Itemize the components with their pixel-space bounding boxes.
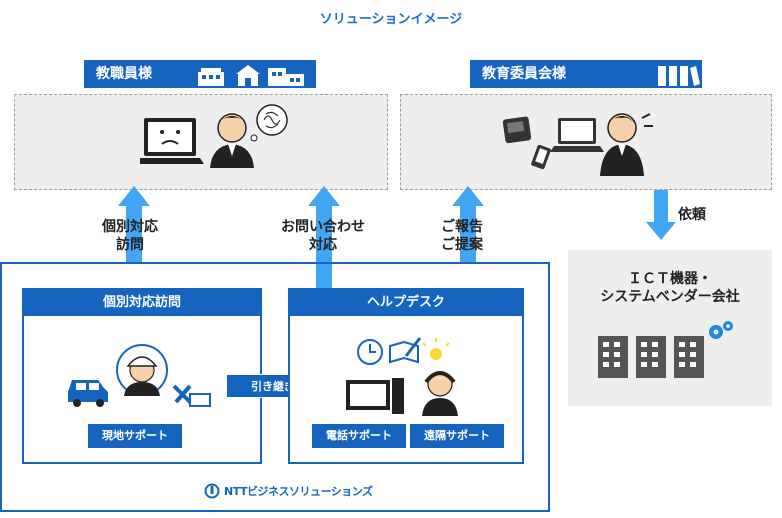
company-logo: NTTビジネスソリューションズ (204, 482, 373, 500)
laptop-icon (140, 118, 204, 164)
service-container (0, 262, 550, 512)
ntt-logo-icon (204, 483, 220, 499)
books-icon (658, 66, 700, 86)
staff-label: 教職員様 (96, 66, 152, 82)
board-staff-illustration (502, 113, 653, 176)
report-arrow-label: ご報告 ご提案 (441, 219, 483, 253)
monitor-icon (346, 378, 404, 414)
logo-text: NTTビジネスソリューションズ (224, 485, 373, 498)
field-engineer-illustration (68, 344, 211, 407)
visit-panel-header: 個別対応訪問 (24, 290, 260, 316)
car-icon (68, 380, 108, 407)
request-arrow (646, 190, 676, 240)
remote-support-button[interactable]: 遠隔サポート (410, 424, 504, 448)
teacher-person-icon (210, 113, 254, 168)
school-buildings-icon (198, 65, 304, 86)
operator-headset-icon (422, 371, 458, 416)
report-arrow (452, 186, 484, 262)
visit-arrow (118, 186, 150, 262)
gears-icon (709, 321, 733, 339)
lightbulb-icon (422, 338, 450, 360)
phone-support-button[interactable]: 電話サポート (312, 424, 406, 448)
helpdesk-panel-header: ヘルプデスク (290, 290, 522, 316)
diagram-title: ソリューションイメージ (319, 12, 463, 27)
smartphone-icon (531, 144, 551, 170)
clock-icon (357, 339, 383, 365)
notebook-pen-icon (389, 337, 422, 364)
worried-person-icon (600, 113, 653, 176)
board-label: 教育委員会様 (482, 66, 566, 82)
request-arrow-label: 依頼 (678, 207, 706, 223)
office-buildings-icon (598, 321, 733, 378)
inquiry-arrow (308, 186, 340, 310)
visit-arrow-label: 個別対応 訪問 (102, 219, 158, 253)
tools-icon (172, 384, 211, 407)
inquiry-arrow-label: お問い合わせ 対応 (281, 219, 365, 253)
confused-teacher-illustration (140, 104, 288, 168)
laptop-icon (550, 118, 604, 152)
engineer-person-icon (116, 344, 168, 396)
staff-box (14, 94, 388, 190)
phone-icon (502, 116, 532, 144)
vendor-label: ＩＣＴ機器・ システムベンダー会社 (600, 271, 740, 305)
helpdesk-operator-illustration (346, 337, 458, 416)
thought-bubble-icon (250, 104, 288, 142)
onsite-support-button[interactable]: 現地サポート (88, 424, 182, 448)
vendor-box (568, 250, 772, 406)
